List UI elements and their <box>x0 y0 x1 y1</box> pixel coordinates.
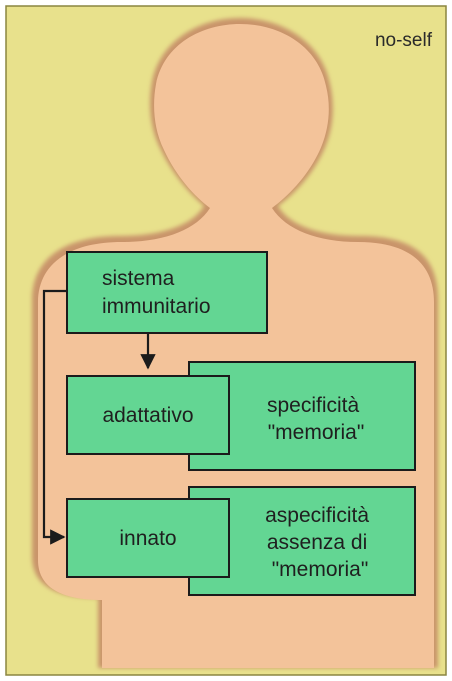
no-self-label: no-self <box>375 30 433 51</box>
innate-traits-line-3: "memoria" <box>272 558 369 581</box>
adaptive-box: adattativo <box>67 376 229 454</box>
innate-traits-line-1: aspecificità <box>265 504 369 527</box>
svg-text:aspecificità assenza di: aspecificità assenza di "memoria" <box>265 504 375 581</box>
adaptive-label: adattativo <box>102 404 193 427</box>
immune-system-line-1: sistema <box>102 267 175 290</box>
innate-label: innato <box>119 527 176 550</box>
immune-system-line-2: immunitario <box>102 295 211 318</box>
adaptive-traits-line-1: specificità <box>267 394 360 417</box>
innate-traits-line-2: assenza di <box>267 531 367 554</box>
adaptive-traits-line-2: "memoria" <box>268 421 365 444</box>
svg-text:adattativo: adattativo <box>102 404 193 427</box>
innate-box: innato <box>67 499 229 577</box>
immune-system-box: sistema immunitario <box>67 252 267 333</box>
svg-text:innato: innato <box>119 527 176 550</box>
